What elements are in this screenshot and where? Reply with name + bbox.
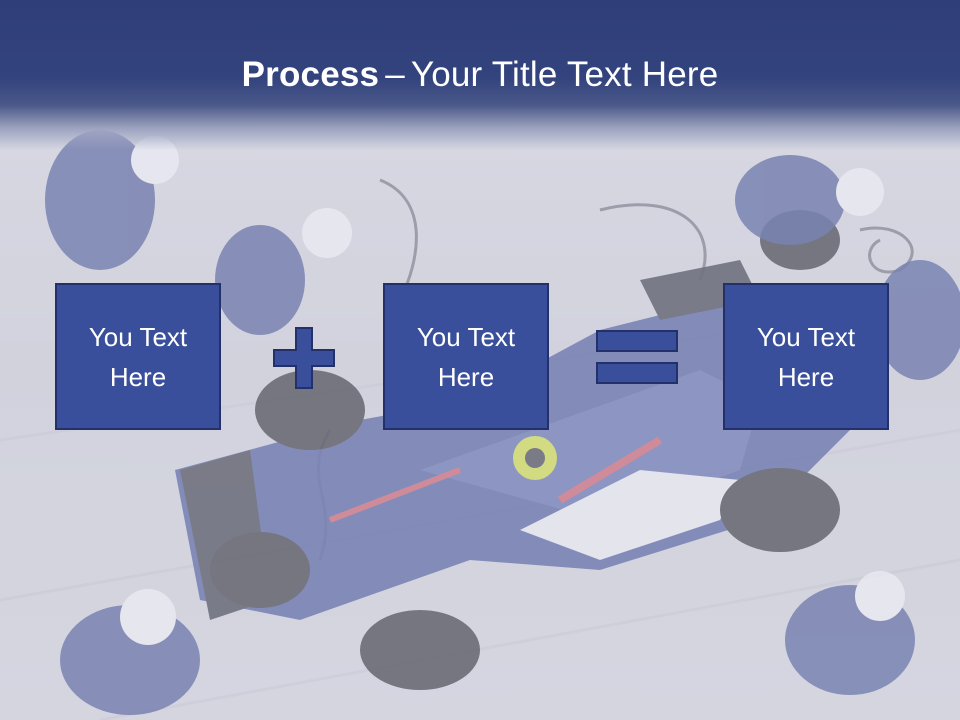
process-box-2-text: You Text Here xyxy=(416,321,516,392)
process-box-1-text: You Text Here xyxy=(88,321,188,392)
title-band: Process–Your Title Text Here xyxy=(0,0,960,150)
equals-icon xyxy=(596,330,678,384)
plus-icon xyxy=(273,327,335,389)
process-box-2: You Text Here xyxy=(383,283,549,430)
slide-title: Process–Your Title Text Here xyxy=(0,52,960,98)
title-bold-word: Process xyxy=(241,55,380,94)
title-separator: – xyxy=(385,55,405,94)
process-box-3-text: You Text Here xyxy=(756,321,856,392)
process-box-1: You Text Here xyxy=(55,283,221,430)
title-text: Your Title Text Here xyxy=(410,55,719,94)
process-box-3: You Text Here xyxy=(723,283,889,430)
